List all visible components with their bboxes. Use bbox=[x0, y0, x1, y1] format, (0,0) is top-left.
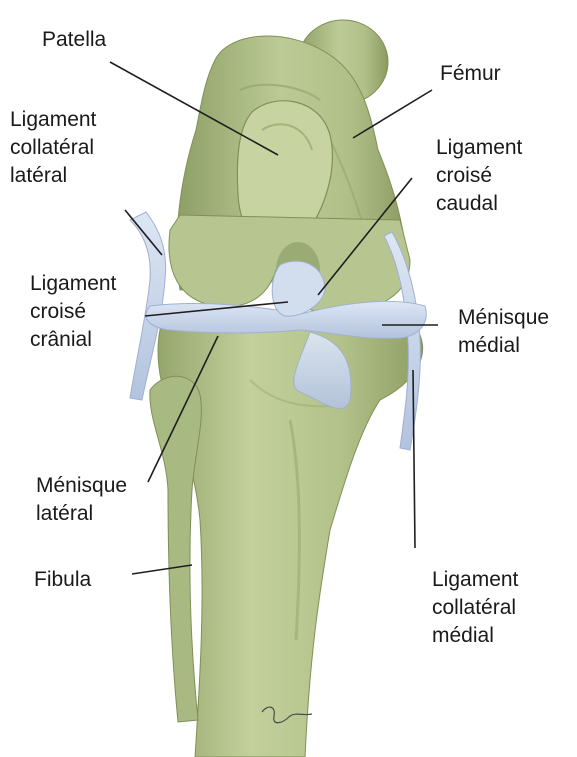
label-femur: Fémur bbox=[440, 60, 501, 88]
label-menisque-medial: Ménisque médial bbox=[458, 304, 549, 360]
label-lig-croise-cranial-line-1: Ligament bbox=[30, 270, 116, 298]
label-lig-croise-cranial-line-3: crânial bbox=[30, 326, 116, 354]
label-femur-line-1: Fémur bbox=[440, 60, 501, 88]
label-lig-coll-medial-line-3: médial bbox=[432, 622, 518, 650]
fibula bbox=[150, 376, 202, 722]
label-lig-croise-cranial-line-2: croisé bbox=[30, 298, 116, 326]
label-menisque-medial-line-1: Ménisque bbox=[458, 304, 549, 332]
label-menisque-medial-line-2: médial bbox=[458, 332, 549, 360]
label-lig-coll-lateral-line-1: Ligament bbox=[10, 106, 96, 134]
label-lig-croise-caudal-line-1: Ligament bbox=[436, 134, 522, 162]
label-fibula-line-1: Fibula bbox=[34, 566, 91, 594]
label-lig-coll-medial-line-2: collatéral bbox=[432, 594, 518, 622]
label-lig-coll-lateral-line-3: latéral bbox=[10, 162, 96, 190]
label-lig-croise-caudal-line-2: croisé bbox=[436, 162, 522, 190]
label-patella: Patella bbox=[42, 26, 106, 54]
label-menisque-lateral: Ménisque latéral bbox=[36, 472, 127, 528]
label-lig-coll-medial: Ligament collatéral médial bbox=[432, 566, 518, 650]
label-lig-coll-lateral: Ligament collatéral latéral bbox=[10, 106, 96, 190]
label-lig-coll-medial-line-1: Ligament bbox=[432, 566, 518, 594]
label-menisque-lateral-line-1: Ménisque bbox=[36, 472, 127, 500]
label-menisque-lateral-line-2: latéral bbox=[36, 500, 127, 528]
label-lig-coll-lateral-line-2: collatéral bbox=[10, 134, 96, 162]
label-fibula: Fibula bbox=[34, 566, 91, 594]
label-lig-croise-caudal-line-3: caudal bbox=[436, 190, 522, 218]
label-patella-line-1: Patella bbox=[42, 26, 106, 54]
tibia bbox=[158, 309, 423, 757]
label-lig-croise-caudal: Ligament croisé caudal bbox=[436, 134, 522, 218]
label-lig-croise-cranial: Ligament croisé crânial bbox=[30, 270, 116, 354]
